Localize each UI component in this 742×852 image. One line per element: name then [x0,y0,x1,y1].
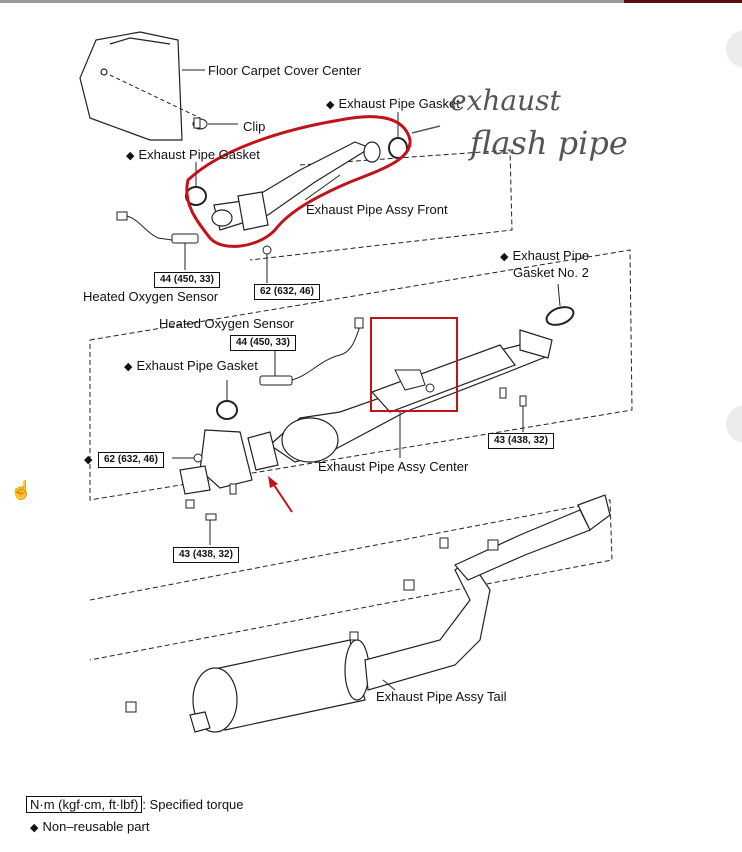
label-floor-carpet-cover: Floor Carpet Cover Center [208,63,362,78]
label-pipe-center: Exhaust Pipe Assy Center [318,459,469,474]
label-pipe-tail: Exhaust Pipe Assy Tail [376,689,507,704]
hand-cursor-icon: ☝ [10,480,33,500]
highlight-hanger-box [370,317,458,412]
pipe-center-shape [179,329,553,495]
gasket-no2-text-line1: Exhaust Pipe [512,248,590,263]
pipe-front-shape [211,141,381,231]
window-top-border [0,0,742,3]
torque-spec-2: 62 (632, 46) [254,284,320,300]
non-reusable-symbol: ◆ [326,99,335,111]
torque-spec-4: 43 (438, 32) [488,433,554,449]
gasket-no2-shape [545,306,575,326]
legend-torque: N·m (kgf·cm, ft·lbf): Specified torque [26,796,244,813]
label-gasket-top-right: ◆Exhaust Pipe Gasket [326,96,460,113]
non-reusable-marker-left: ◆ [84,454,93,466]
label-gasket-top-left: ◆Exhaust Pipe Gasket [126,147,260,164]
window-top-accent [624,0,742,3]
red-arrow [271,481,293,513]
torque-spec-3: 44 (450, 33) [230,335,296,351]
oxygen-sensor-mid-shape [259,317,364,386]
legend-torque-desc: : Specified torque [142,797,244,812]
label-oxygen-sensor-mid: Heated Oxygen Sensor [159,316,295,331]
legend-non-reusable-desc: Non–reusable part [42,819,150,834]
highlight-front-pipe [185,115,412,248]
bolt-upper-shape [262,245,272,255]
torque-spec-1: 44 (450, 33) [154,272,220,288]
label-pipe-front: Exhaust Pipe Assy Front [306,202,448,217]
gasket-mid-shape [216,400,238,420]
label-oxygen-sensor-upper: Heated Oxygen Sensor [83,289,219,304]
gasket-top-right-text: Exhaust Pipe Gasket [338,96,460,111]
oxygen-sensor-upper-shape [116,211,199,244]
gasket-top-left-text: Exhaust Pipe Gasket [138,147,260,162]
torque-spec-5: 62 (632, 46) [98,452,164,468]
tail-group-outline [89,499,613,661]
tail-hangers-shape [125,537,499,713]
torque-spec-6: 43 (438, 32) [173,547,239,563]
label-gasket-mid: ◆Exhaust Pipe Gasket [124,358,258,375]
scroll-button-upper[interactable] [726,30,742,68]
bolts-right-shape [499,387,527,407]
pipe-tail-shape [189,494,611,733]
hanger-shape [394,369,435,393]
center-group-outline [89,249,633,501]
non-reusable-symbol: ◆ [124,361,133,373]
clip-shape [192,117,208,130]
gasket-mid-text: Exhaust Pipe Gasket [136,358,258,373]
front-group-outline [249,149,513,261]
gasket-no2-text-line2: Gasket No. 2 [513,265,589,280]
legend-non-reusable: ◆Non–reusable part [30,819,149,836]
legend-torque-unit: N·m (kgf·cm, ft·lbf) [26,796,143,813]
non-reusable-symbol: ◆ [30,822,39,834]
label-clip: Clip [243,119,266,134]
scroll-button-lower[interactable] [726,405,742,443]
non-reusable-symbol: ◆ [500,251,509,263]
handwritten-note-line1: exhaust [450,84,561,117]
floor-carpet-cover-shape [79,31,183,141]
handwritten-note-line2: flash pipe [470,124,628,162]
bolts-left-shape [185,453,237,521]
non-reusable-symbol: ◆ [126,150,135,162]
